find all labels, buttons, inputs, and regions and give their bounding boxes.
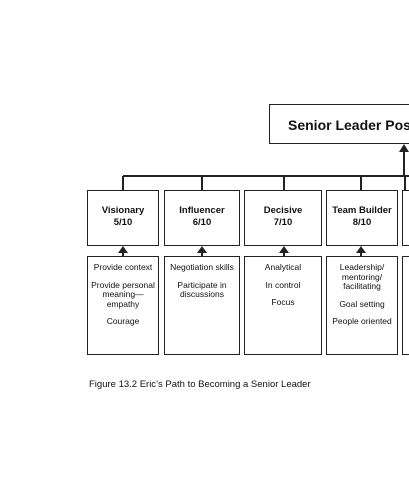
quality-box-influencer: Influencer 6/10 <box>164 190 240 246</box>
arrow-up-icon <box>279 246 289 253</box>
detail-item: Provide context <box>93 262 153 272</box>
quality-name: Visionary <box>101 205 145 216</box>
detail-item: Leadership/ mentoring/ facilitating <box>339 262 385 291</box>
quality-score: 7/10 <box>273 217 293 228</box>
quality-score: 6/10 <box>192 217 212 228</box>
quality-name: Decisive <box>263 205 303 216</box>
detail-item: People oriented <box>332 316 392 326</box>
quality-box-visionary: Visionary 5/10 <box>87 190 159 246</box>
detail-box-decisive: Analytical In control Focus <box>244 256 322 355</box>
quality-name: Influencer <box>179 205 225 216</box>
detail-item: Participate in discussions <box>177 279 227 299</box>
detail-box-visionary: Provide context Provide personal meaning… <box>87 256 159 355</box>
quality-name: Team Builder <box>332 205 392 216</box>
arrow-up-icon <box>399 144 409 152</box>
quality-box-team-builder: Team Builder 8/10 <box>326 190 398 246</box>
arrow-up-icon <box>356 246 366 253</box>
senior-leader-position-box: Senior Leader Position <box>269 104 409 144</box>
figure-caption: Figure 13.2 Eric’s Path to Becoming a Se… <box>89 379 311 390</box>
detail-item: Provide personal meaning— empathy <box>91 279 155 309</box>
detail-item: Analytical <box>264 262 302 272</box>
quality-box-decisive: Decisive 7/10 <box>244 190 322 246</box>
arrow-up-icon <box>118 246 128 253</box>
arrow-up-icon <box>197 246 207 253</box>
top-box-title: Senior Leader Position <box>288 117 409 133</box>
detail-box-team-builder: Leadership/ mentoring/ facilitating Goal… <box>326 256 398 355</box>
detail-box-partial <box>402 256 409 355</box>
detail-item: Goal setting <box>339 298 385 309</box>
detail-box-influencer: Negotiation skills Participate in discus… <box>164 256 240 355</box>
detail-item: Negotiation skills <box>170 262 234 272</box>
detail-item: Focus <box>271 297 295 307</box>
quality-score: 5/10 <box>113 217 133 228</box>
detail-item: In control <box>265 279 301 290</box>
quality-score: 8/10 <box>352 217 372 228</box>
detail-item: Courage <box>106 316 140 326</box>
quality-box-partial <box>402 190 409 246</box>
